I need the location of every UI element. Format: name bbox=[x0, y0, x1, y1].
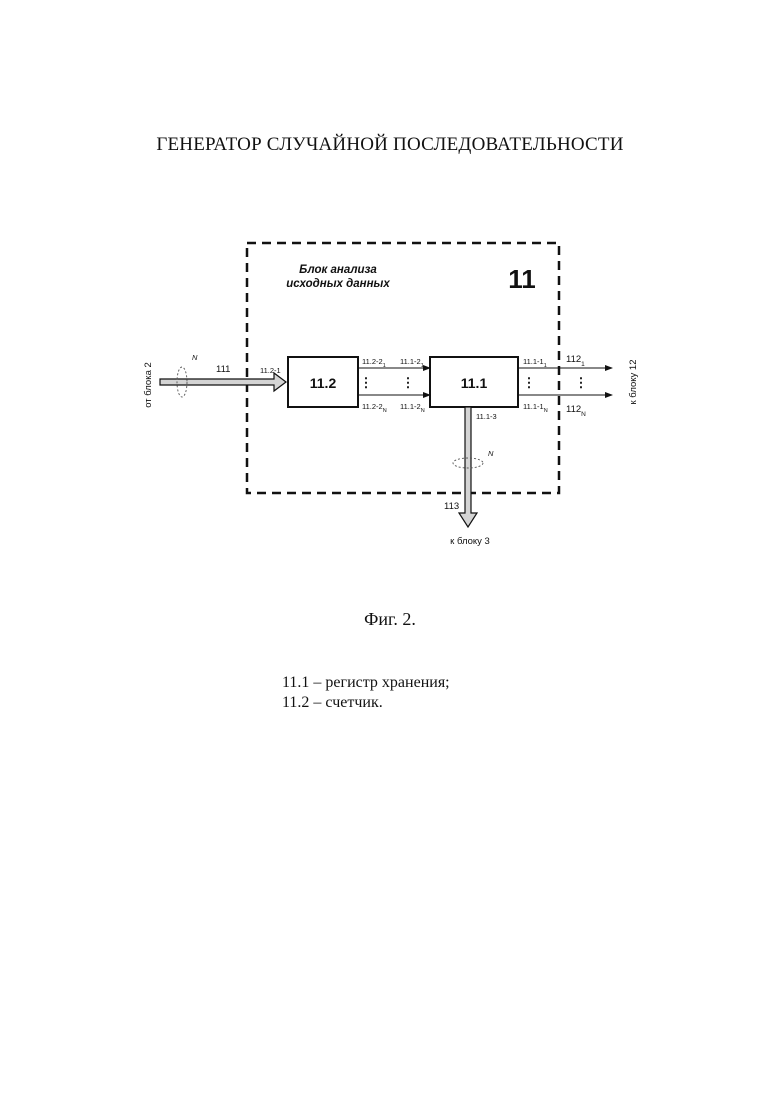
counter-output-first-label: 11.2-21 bbox=[362, 357, 386, 369]
box-register bbox=[429, 356, 519, 408]
register-output-last-label: 11.1-1N bbox=[523, 402, 548, 414]
input-bus-width-label: N bbox=[192, 353, 198, 362]
bottom-output-bus-arrow bbox=[457, 406, 479, 529]
input-bus-arrow bbox=[159, 371, 287, 393]
legend-item-counter: 11.2 – счетчик. bbox=[282, 694, 383, 711]
counter-output-last-label: 11.2-2N bbox=[362, 402, 387, 414]
register-input-last-label: 11.1-2N bbox=[400, 402, 425, 414]
bottom-output-bus-width-marker bbox=[452, 457, 484, 469]
bottom-output-bus-label: 113 bbox=[444, 501, 459, 512]
output-line-first-label: 1121 bbox=[566, 354, 585, 368]
register-input-dots: ⋮ bbox=[402, 375, 415, 390]
output-destination-label: к блоку 12 bbox=[628, 360, 639, 405]
block-diagram: Блок анализа исходных данных 11 11.2 11.… bbox=[143, 241, 639, 547]
legend-item-register: 11.1 – регистр хранения; bbox=[282, 674, 450, 691]
outer-block-title-line2: исходных данных bbox=[286, 278, 390, 290]
register-output-dots: ⋮ bbox=[523, 375, 536, 390]
bottom-output-destination-label: к блоку 3 bbox=[450, 536, 490, 547]
input-source-label: от блока 2 bbox=[143, 362, 154, 408]
counter-output-dots: ⋮ bbox=[360, 375, 373, 390]
register-input-first-label: 11.1-21 bbox=[400, 357, 424, 369]
outer-block-number: 11 bbox=[508, 264, 536, 294]
figure-caption: Фиг. 2. bbox=[364, 609, 416, 629]
bottom-output-bus-width-label: N bbox=[488, 449, 494, 458]
outer-block-title-line1: Блок анализа bbox=[299, 264, 377, 276]
input-bus-label: 111 bbox=[216, 364, 230, 375]
box-counter bbox=[287, 356, 359, 408]
input-pin-label: 11.2-1 bbox=[260, 366, 281, 375]
bottom-output-pin-label: 11.1-3 bbox=[476, 412, 497, 421]
output-line-dots: ⋮ bbox=[575, 375, 588, 390]
box-register-label: 11.1 bbox=[461, 375, 488, 391]
output-line-last-label: 112N bbox=[566, 404, 586, 418]
register-output-first-label: 11.1-11 bbox=[523, 357, 547, 369]
document-title: ГЕНЕРАТОР СЛУЧАЙНОЙ ПОСЛЕДОВАТЕЛЬНОСТИ bbox=[156, 134, 624, 155]
legend: 11.1 – регистр хранения; 11.2 – счетчик. bbox=[282, 673, 450, 713]
box-counter-label: 11.2 bbox=[310, 375, 337, 391]
input-bus-width-marker bbox=[176, 366, 188, 398]
